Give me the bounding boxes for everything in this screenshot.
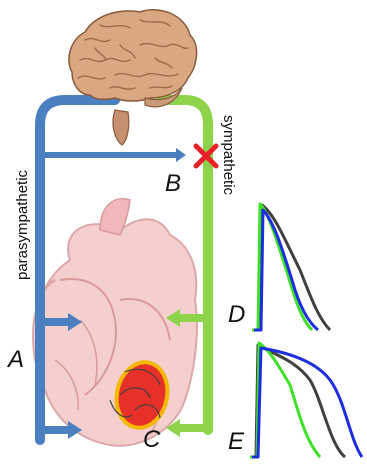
label-d: D [228, 303, 245, 327]
label-a: A [8, 348, 24, 372]
label-c: C [143, 428, 160, 452]
parasympathetic-label: parasympathetic [14, 170, 31, 280]
label-e: E [228, 430, 244, 454]
trace-e-gray [250, 345, 345, 457]
label-b: B [165, 172, 181, 196]
action-potential-traces-e [250, 343, 362, 457]
sympathetic-label: sympathetic [220, 115, 237, 195]
brain-illustration [69, 10, 197, 145]
parasym-arrowhead-b [176, 148, 186, 162]
action-potential-traces-d [252, 204, 330, 330]
trace-e-blue [252, 348, 362, 457]
